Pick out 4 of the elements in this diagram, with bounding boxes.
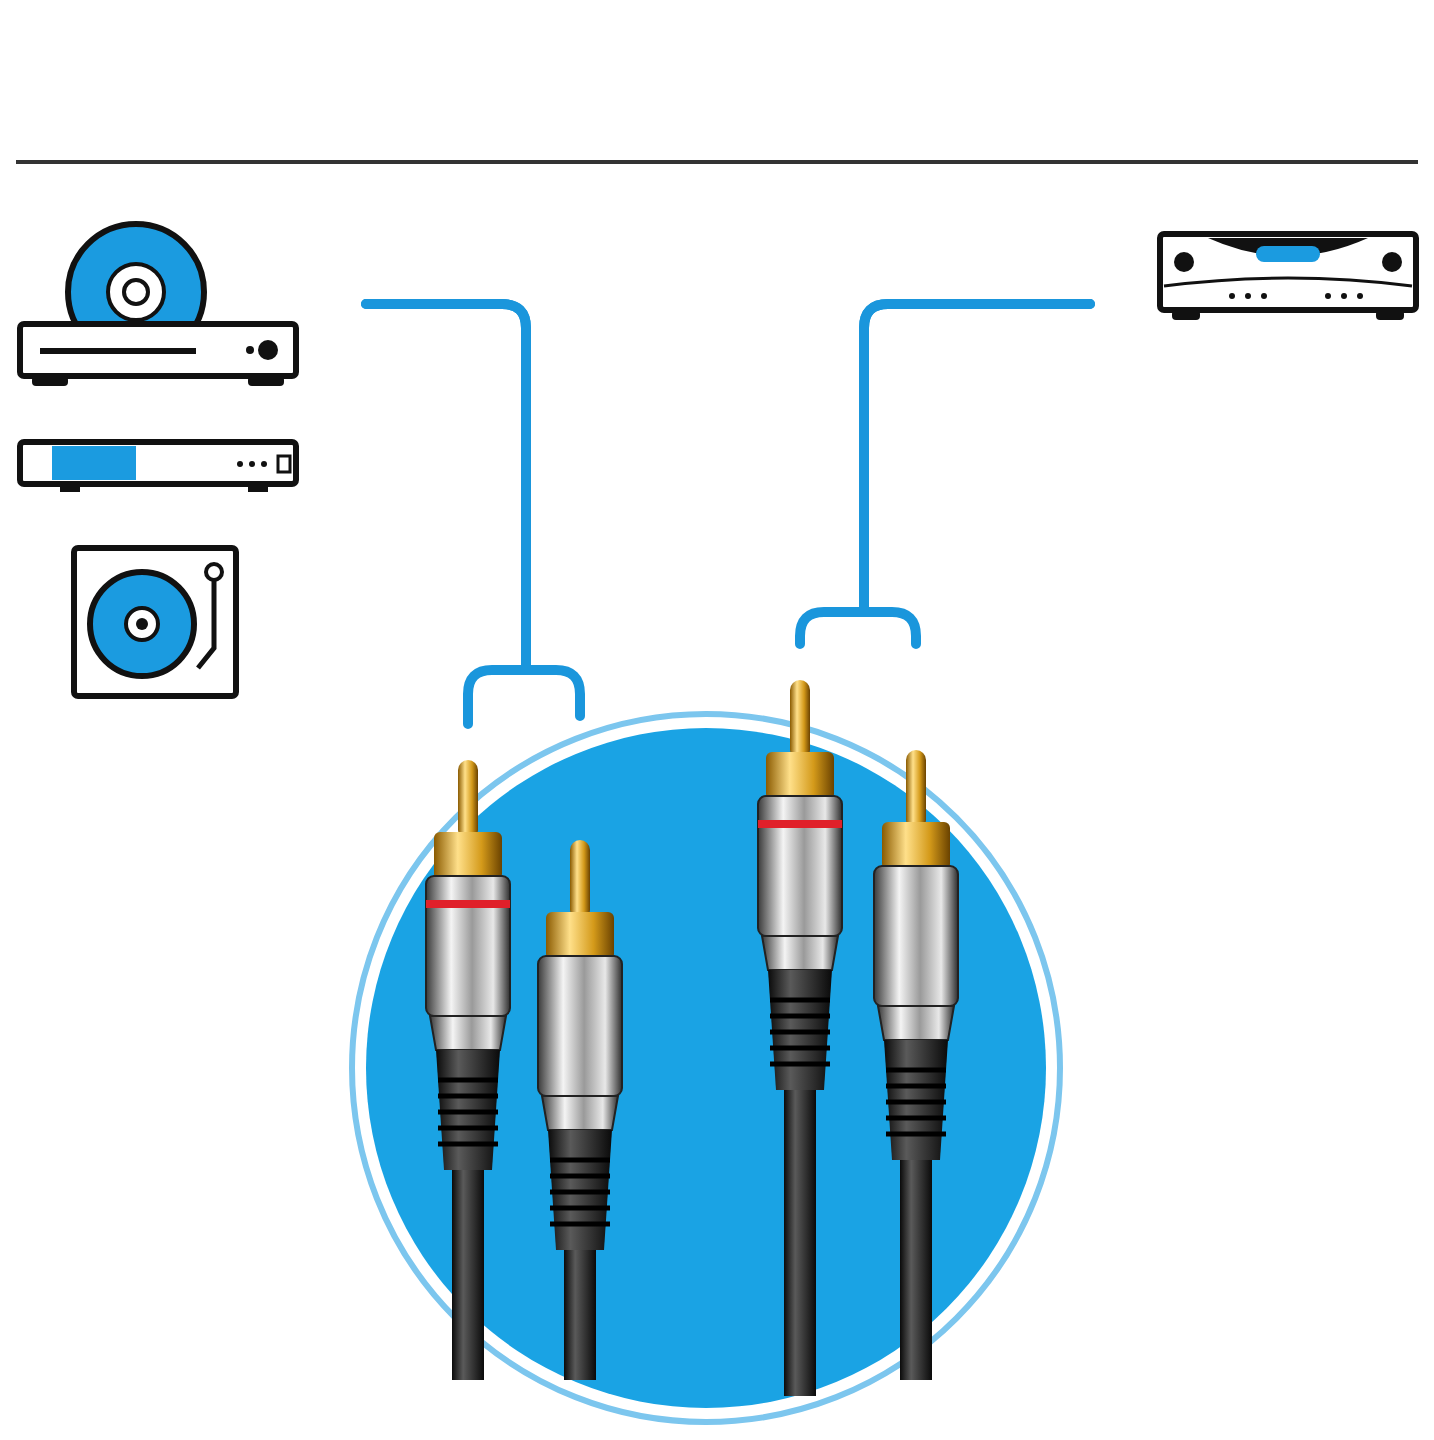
media-player-drawing [16,438,300,494]
turntable-drawing [70,544,240,700]
cd-player-drawing [16,216,300,388]
receiver-drawing [1156,230,1420,322]
